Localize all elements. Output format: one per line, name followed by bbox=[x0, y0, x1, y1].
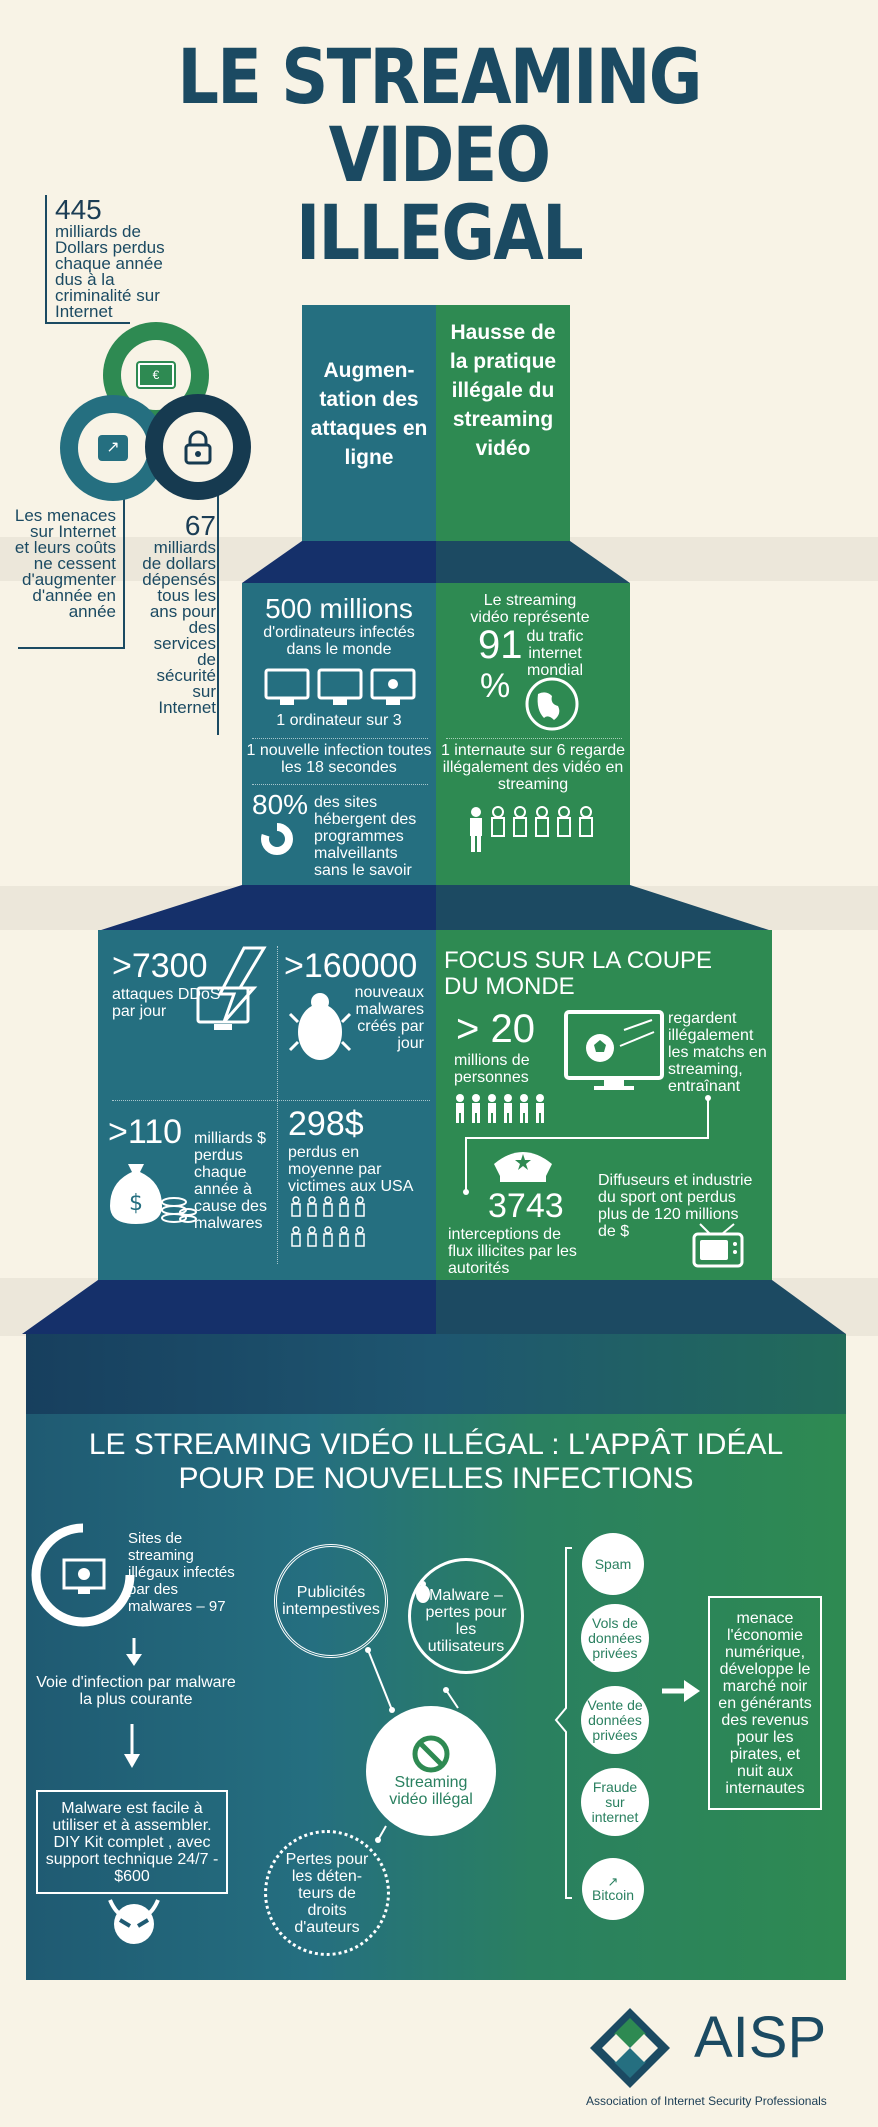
tv-football-icon bbox=[564, 1010, 664, 1090]
side-stat-security: 67 milliards de dollars dépensés tous le… bbox=[142, 510, 216, 717]
list-item: Vente de données privées bbox=[581, 1686, 649, 1754]
bug-icon bbox=[288, 993, 352, 1060]
col-left-title: Augmen-tation des attaques en ligne bbox=[310, 359, 428, 469]
lock-icon bbox=[184, 430, 212, 465]
aisp-org-name: Association of Internet Security Profess… bbox=[586, 2094, 827, 2108]
center-circle: Streaming vidéo illégal bbox=[366, 1706, 496, 1836]
interceptions-number: 3743 bbox=[488, 1187, 564, 1225]
stream-rest: du trafic internet mondial bbox=[526, 628, 584, 679]
pie-icon bbox=[261, 823, 293, 855]
victim-text: perdus en moyenne par victimes aux USA bbox=[288, 1144, 414, 1195]
trapezoid-3 bbox=[22, 1280, 846, 1334]
trapezoid-2 bbox=[98, 885, 772, 931]
arrow-down-icon bbox=[124, 1724, 140, 1768]
tier1-right bbox=[436, 305, 570, 541]
tier2-right bbox=[436, 583, 630, 885]
money-icon: € bbox=[138, 363, 174, 387]
aisp-logo-text: AISP bbox=[694, 2005, 827, 2070]
malware-text: nouveaux malwares créés par jour bbox=[354, 984, 424, 1052]
stream-percent: % bbox=[480, 667, 511, 705]
devil-icon bbox=[108, 1899, 160, 1944]
center-connectors bbox=[365, 1647, 459, 1843]
bug-icon bbox=[416, 1581, 430, 1603]
interceptions-text: interceptions de flux illicites par les … bbox=[448, 1226, 577, 1277]
focus-title: FOCUS SUR LA COUPE DU MONDE bbox=[444, 947, 713, 1000]
malware-number: >160000 bbox=[284, 947, 418, 985]
stream-intro: Le streaming vidéo représente bbox=[470, 592, 590, 626]
lock-circle bbox=[145, 394, 251, 500]
sites-text: Sites de streaming illégaux infectés par… bbox=[128, 1530, 235, 1615]
trapezoid-1 bbox=[242, 541, 630, 583]
tier1-left bbox=[302, 305, 436, 541]
loss-number: >110 bbox=[108, 1113, 183, 1151]
vector-text: Voie d'infection par malware la plus cou… bbox=[36, 1674, 236, 1708]
arrow-down-icon bbox=[126, 1638, 142, 1666]
wc-watch-text: regardent illégalement les matchs en str… bbox=[668, 1010, 767, 1095]
svg-text:$: $ bbox=[129, 1191, 143, 1216]
no-entry-icon bbox=[412, 1735, 450, 1773]
wc-number: > 20 bbox=[456, 1007, 535, 1051]
list-item: Spam bbox=[582, 1533, 644, 1595]
list-bracket bbox=[554, 1547, 572, 1899]
monitor-virus-icon bbox=[31, 1523, 135, 1627]
bottom-top-strip bbox=[26, 1334, 846, 1414]
small-people-icons bbox=[456, 1094, 544, 1123]
wc-sub: millions de personnes bbox=[454, 1052, 530, 1086]
police-cap-icon bbox=[494, 1152, 552, 1182]
victims-icons bbox=[291, 1196, 365, 1247]
tier3-left bbox=[98, 930, 436, 1280]
malware-circle: Malware – pertes pour les utilisateurs bbox=[408, 1558, 524, 1674]
list-item: ↗ Bitcoin bbox=[582, 1858, 644, 1920]
chart-circle: ↗ bbox=[60, 395, 166, 501]
kit-box: Malware est facile à utiliser et à assem… bbox=[36, 1790, 228, 1894]
stream-91: 91 bbox=[478, 623, 523, 667]
globe-icon bbox=[525, 677, 579, 731]
moneybag-icon: $ bbox=[110, 1164, 197, 1224]
lightning-computer-icon bbox=[196, 946, 267, 1030]
rights-circle: Pertes pour les déten-teurs de droits d'… bbox=[264, 1830, 390, 1956]
infection-rate: 1 nouvelle infection toutes les 18 secon… bbox=[246, 742, 432, 776]
side-stat-threats: Les menaces sur Internet et leurs coûts … bbox=[14, 506, 116, 621]
arrow-up-right-icon: ↗ bbox=[607, 1874, 619, 1889]
list-item: Fraude sur internet bbox=[581, 1768, 649, 1836]
loss-text: milliards $ perdus chaque année à cause … bbox=[194, 1130, 267, 1232]
bottom-title: LE STREAMING VIDÉO ILLÉGAL : L'APPÂT IDÉ… bbox=[88, 1428, 784, 1495]
side-stat-crime: 445 milliards de Dollars perdus chaque a… bbox=[55, 194, 165, 321]
ddos-number: >7300 bbox=[112, 947, 208, 985]
people-icons bbox=[470, 806, 593, 852]
ratio-computers: 1 ordinateur sur 3 bbox=[276, 712, 402, 729]
computer-icons bbox=[264, 668, 420, 708]
ddos-text: attaques DDoS par jour bbox=[112, 986, 221, 1020]
broadcasters-text: Diffuseurs et industrie du sport ont per… bbox=[598, 1172, 753, 1240]
focus-connector bbox=[463, 1095, 711, 1195]
arrow-right-icon bbox=[662, 1680, 700, 1702]
percent-80-text: des sites hébergent des programmes malve… bbox=[314, 794, 417, 879]
retro-tv-icon bbox=[692, 1223, 744, 1268]
tier2-left bbox=[242, 583, 436, 885]
chart-icon: ↗ bbox=[98, 435, 128, 461]
col-right-title: Hausse de la pratique illégale du stream… bbox=[449, 321, 557, 460]
pub-circle: Publicités intempestives bbox=[274, 1544, 388, 1658]
aisp-logo-icon bbox=[590, 2008, 670, 2088]
list-item: Vols de données privées bbox=[581, 1604, 649, 1672]
ratio-viewers: 1 internaute sur 6 regarde illégalement … bbox=[440, 742, 626, 793]
page-title: LE STREAMING VIDEO ILLEGAL bbox=[177, 32, 702, 277]
percent-80: 80% bbox=[252, 789, 309, 820]
threat-box: menace l'économie numérique, développe l… bbox=[708, 1596, 822, 1810]
victim-number: 298$ bbox=[288, 1105, 364, 1143]
tier2-left-content: 500 millions d'ordinateurs infectés dans… bbox=[263, 593, 415, 659]
